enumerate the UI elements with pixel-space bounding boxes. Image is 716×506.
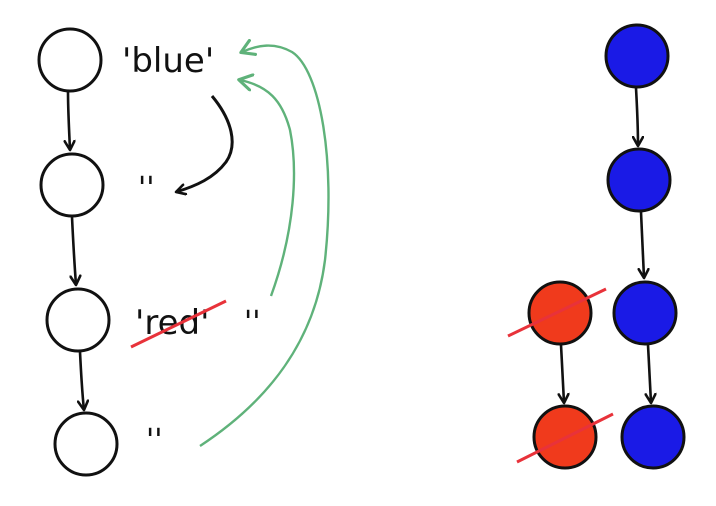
left-arrow-2-3 xyxy=(72,216,76,285)
blue-node-1 xyxy=(604,23,670,89)
red-node-1 xyxy=(527,280,593,346)
blue-node-4 xyxy=(620,404,686,470)
blue-arrow-2-3 xyxy=(641,211,644,278)
left-node-1 xyxy=(37,27,103,93)
label-blue: 'blue' xyxy=(122,41,214,81)
left-node-3 xyxy=(45,287,111,353)
black-curved-arrow xyxy=(176,95,234,192)
label-empty-3: '' xyxy=(244,305,261,340)
red-arrow-1-2 xyxy=(561,344,564,403)
strike-red-label xyxy=(130,299,227,349)
right-diagram xyxy=(507,23,686,470)
green-arrow-outer xyxy=(199,46,330,448)
label-empty-2: '' xyxy=(138,171,155,206)
label-red-old: 'red' xyxy=(135,303,209,343)
strike-red-node-1 xyxy=(507,287,607,338)
blue-arrow-1-2 xyxy=(636,87,638,146)
left-node-2 xyxy=(39,152,105,218)
green-arrows xyxy=(199,46,330,448)
blue-arrow-3-4 xyxy=(648,344,651,403)
label-empty-4: '' xyxy=(146,423,163,458)
left-chain: 'blue' '' 'red' '' '' xyxy=(37,27,261,477)
strike-red-node-2 xyxy=(516,412,614,464)
blue-node-2 xyxy=(606,147,672,213)
left-arrow-3-4 xyxy=(80,351,84,410)
left-arrow-1-2 xyxy=(68,91,70,150)
blue-node-3 xyxy=(612,280,678,346)
green-arrow-inner xyxy=(240,80,296,297)
left-node-4 xyxy=(53,411,119,477)
